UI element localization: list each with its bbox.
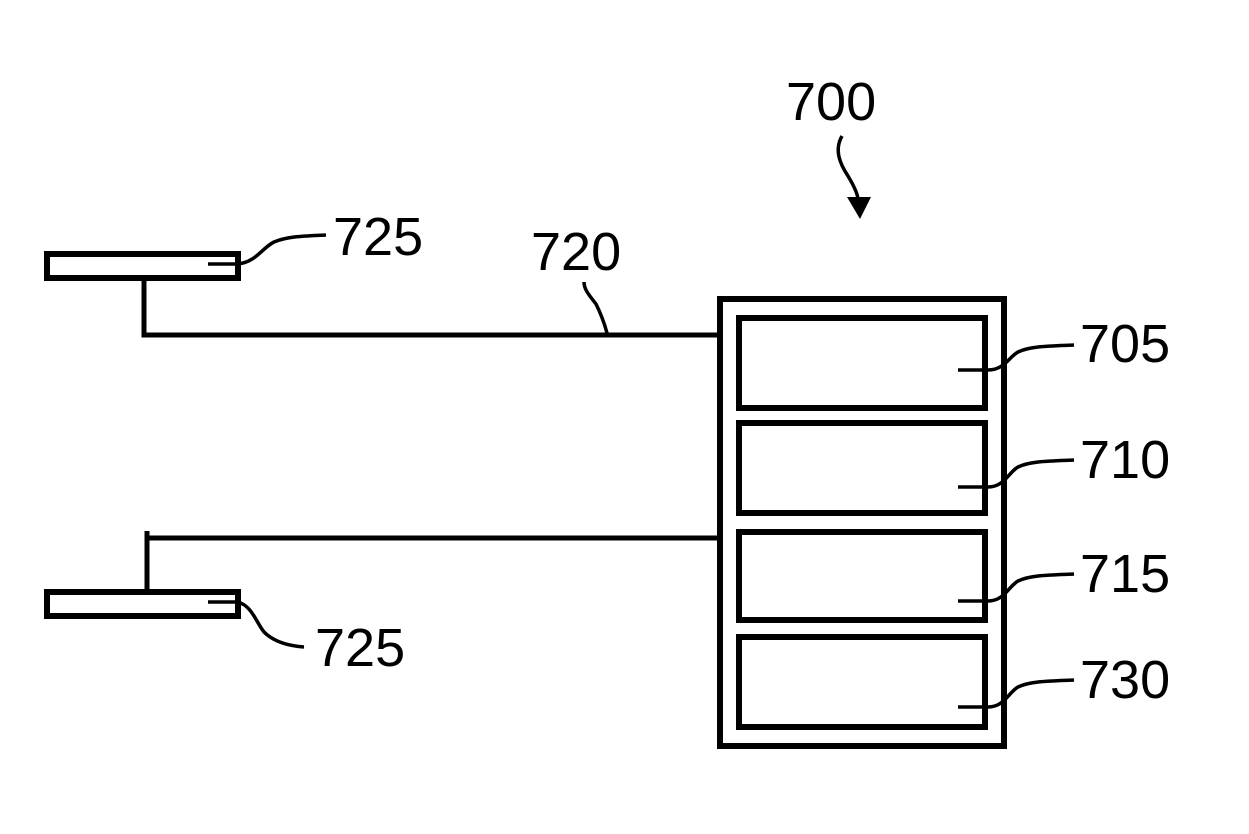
leader-730 bbox=[958, 678, 1075, 709]
module-box-715 bbox=[736, 529, 988, 623]
module-box-710 bbox=[736, 420, 988, 516]
sensor-bottom bbox=[44, 589, 241, 619]
device-housing bbox=[717, 296, 1007, 749]
wire-bottom bbox=[144, 535, 720, 592]
sensor-top bbox=[44, 251, 241, 281]
wire-top bbox=[141, 280, 720, 338]
leader-sensor-top bbox=[208, 233, 327, 266]
module-label-705: 705 bbox=[1080, 314, 1170, 374]
module-label-730: 730 bbox=[1080, 650, 1170, 710]
device-label-700: 700 bbox=[786, 72, 876, 132]
wire-label-720: 720 bbox=[531, 222, 621, 282]
module-box-730 bbox=[736, 634, 988, 730]
leader-715 bbox=[958, 572, 1075, 603]
leader-sensor-bottom bbox=[208, 600, 305, 649]
leader-705 bbox=[958, 343, 1075, 372]
sensor-label-bottom: 725 bbox=[315, 618, 405, 678]
device-arrow-head bbox=[847, 197, 871, 219]
module-label-710: 710 bbox=[1080, 430, 1170, 490]
module-label-715: 715 bbox=[1080, 544, 1170, 604]
leader-710 bbox=[958, 458, 1075, 489]
sensor-label-top: 725 bbox=[333, 207, 423, 267]
module-box-705 bbox=[736, 315, 988, 411]
device-arrow-leader bbox=[836, 135, 860, 201]
leader-720 bbox=[582, 281, 609, 334]
